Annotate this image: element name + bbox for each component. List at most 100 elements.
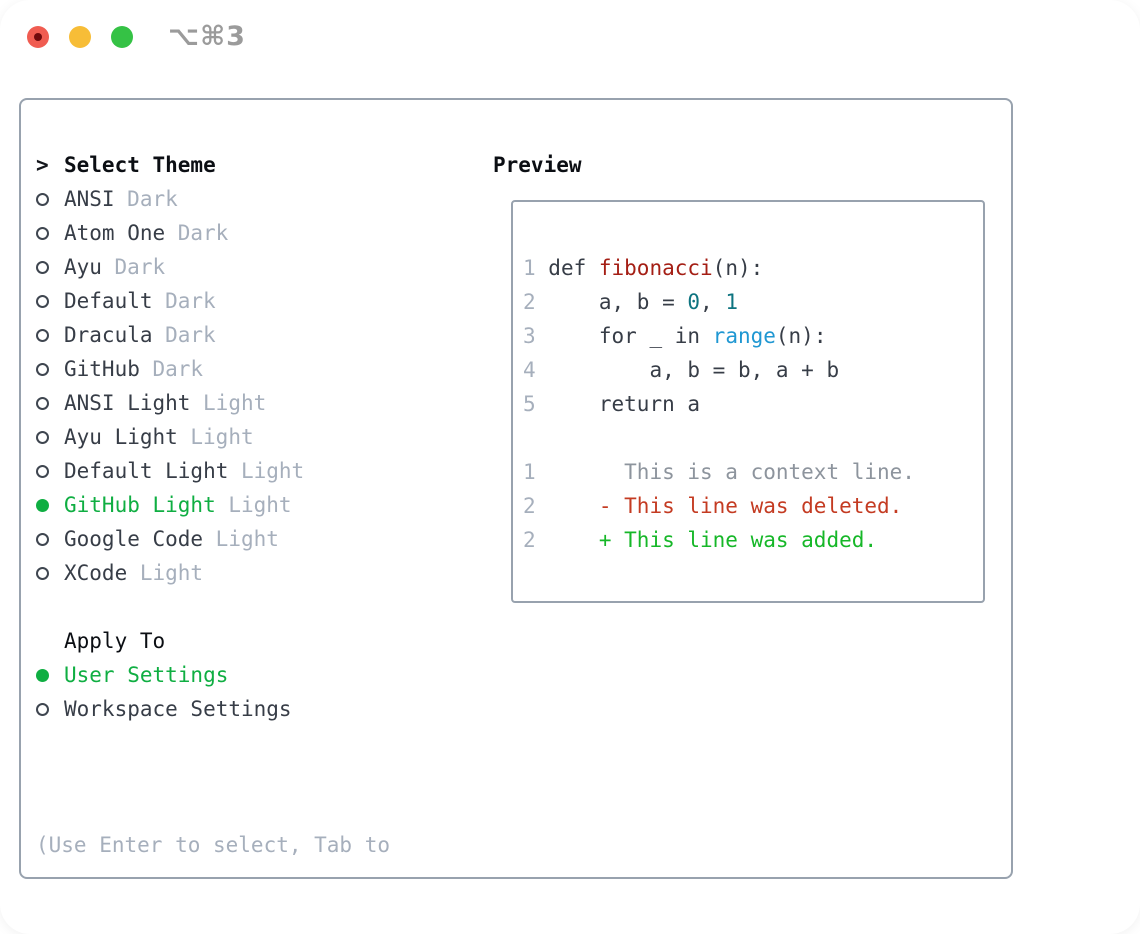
option-label: User Settings — [64, 663, 229, 687]
option-label: Ayu Light — [64, 425, 178, 449]
theme-variant-tag: Dark — [177, 221, 229, 245]
code-line: 2 + This line was added. — [523, 523, 973, 557]
line-number: 3 — [523, 324, 549, 348]
theme-option[interactable]: Dracula Dark — [36, 318, 390, 352]
radio-selected-icon — [36, 668, 49, 682]
radio-unselected-icon — [36, 566, 49, 580]
code-line — [523, 421, 973, 455]
window-title: ⌥⌘3 — [168, 21, 246, 52]
token-deleted: - This line was deleted. — [598, 494, 903, 518]
line-number: 5 — [523, 392, 549, 416]
token-context: This is a context line. — [548, 460, 915, 484]
token-added: + This line was added. — [598, 528, 878, 552]
radio-unselected-icon — [36, 328, 49, 342]
theme-variant-tag: Dark — [152, 357, 204, 381]
token-function: fibonacci — [598, 256, 713, 280]
theme-option[interactable]: Ayu Dark — [36, 250, 390, 284]
radio-unselected-icon — [36, 294, 49, 308]
radio-selected-icon — [36, 498, 49, 512]
theme-variant-tag: Light — [240, 459, 305, 483]
token-plain: a, b = — [548, 290, 688, 314]
theme-option[interactable]: Google Code Light — [36, 522, 390, 556]
radio-unselected-icon — [36, 192, 49, 206]
radio-unselected-icon — [36, 396, 49, 410]
apply-to-header: Apply To — [36, 624, 390, 658]
code-line: 1 This is a context line. — [523, 455, 973, 489]
zoom-button[interactable] — [111, 26, 133, 48]
code-line: 3 for _ in range(n): — [523, 319, 973, 353]
radio-unselected-icon — [36, 260, 49, 274]
code-line: 5 return a — [523, 387, 973, 421]
theme-variant-tag: Dark — [114, 255, 166, 279]
code-line: 2 - This line was deleted. — [523, 489, 973, 523]
spacer — [36, 726, 390, 760]
option-label: ANSI — [64, 187, 115, 211]
theme-variant-tag: Light — [190, 425, 254, 449]
option-label: ANSI Light — [64, 391, 191, 415]
theme-option[interactable]: ANSI Dark — [36, 182, 390, 216]
token-plain: , — [700, 290, 726, 314]
option-label: Atom One — [64, 221, 166, 245]
spacer — [36, 590, 390, 624]
option-label: GitHub Light — [64, 493, 216, 517]
apply-option[interactable]: User Settings — [36, 658, 390, 692]
theme-option[interactable]: Default Light Light — [36, 454, 390, 488]
option-label: GitHub — [64, 357, 140, 381]
theme-variant-tag: Dark — [127, 187, 178, 211]
traffic-lights — [27, 26, 153, 48]
token-number: 0 — [687, 290, 701, 314]
hint-line-1: (Use Enter to select, Tab to — [36, 833, 391, 857]
theme-variant-tag: Dark — [165, 289, 216, 313]
radio-unselected-icon — [36, 362, 49, 376]
token-plain: (n): — [775, 324, 827, 348]
select-theme-header: > Select Theme — [36, 148, 390, 182]
option-label: Google Code — [64, 527, 204, 551]
token-plain: def — [548, 256, 599, 280]
select-theme-title: Select Theme — [64, 153, 216, 177]
option-label: XCode — [64, 561, 128, 585]
option-label: Default Light — [64, 459, 229, 483]
preview-title: Preview — [493, 153, 582, 177]
line-number: 1 — [523, 256, 549, 280]
preview-pane: Preview 1 def fibonacci(n):2 a, b = 0, 1… — [493, 148, 985, 603]
token-plain: return a — [548, 392, 701, 416]
option-label: Ayu — [64, 255, 102, 279]
token-plain: a, b = b, a + b — [548, 358, 840, 382]
token-plain: (n): — [712, 256, 764, 280]
radio-unselected-icon — [36, 464, 49, 478]
hint-line-2: change focus) — [36, 930, 390, 934]
option-label: Workspace Settings — [64, 697, 292, 721]
code-line: 4 a, b = b, a + b — [523, 353, 973, 387]
token-plain — [548, 494, 599, 518]
theme-variant-tag: Light — [203, 391, 267, 415]
radio-unselected-icon — [36, 430, 49, 444]
radio-unselected-icon — [36, 702, 49, 716]
theme-variant-tag: Dark — [165, 323, 216, 347]
theme-option[interactable]: GitHub Dark — [36, 352, 390, 386]
token-builtin: range — [712, 324, 776, 348]
theme-option[interactable]: Ayu Light Light — [36, 420, 390, 454]
token-number: 1 — [725, 290, 738, 314]
apply-option[interactable]: Workspace Settings — [36, 692, 390, 726]
code-line — [523, 217, 973, 251]
close-button[interactable] — [27, 26, 49, 48]
theme-option[interactable]: ANSI Light Light — [36, 386, 390, 420]
prompt-icon: > — [36, 153, 49, 177]
line-number: 1 — [523, 460, 549, 484]
theme-option[interactable]: Atom One Dark — [36, 216, 390, 250]
option-label: Dracula — [64, 323, 153, 347]
line-number: 4 — [523, 358, 549, 382]
theme-variant-tag: Light — [215, 527, 279, 551]
radio-unselected-icon — [36, 532, 49, 546]
minimize-button[interactable] — [69, 26, 91, 48]
